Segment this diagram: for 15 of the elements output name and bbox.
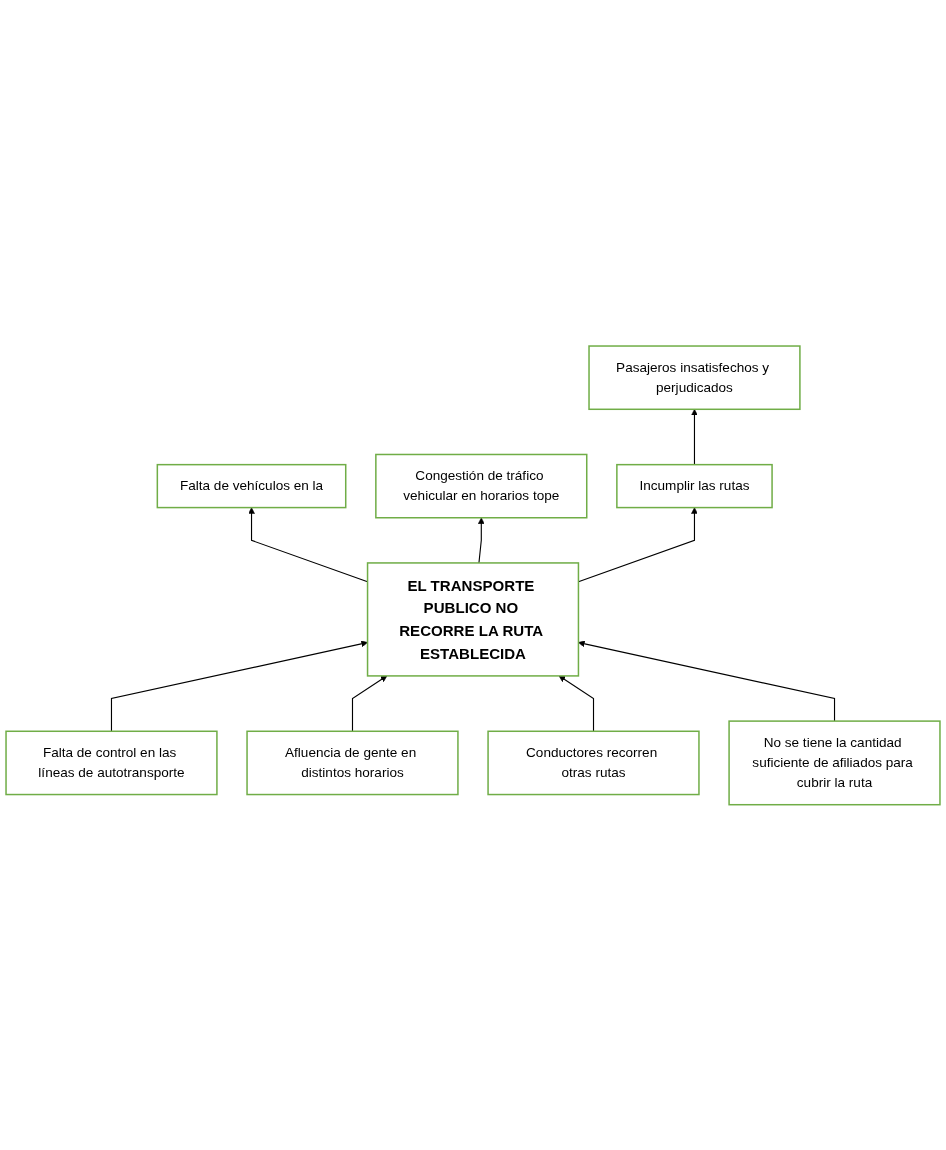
arrow [558, 675, 595, 732]
node-box: Congestión de tráfico vehicular en horarios tope [375, 453, 588, 519]
arrow [578, 640, 836, 722]
arrow [478, 517, 485, 564]
node-box: No se tiene la cantidad suficiente de afiliados para cubrir la ruta [728, 719, 941, 806]
node-box: Falta de control en las líneas de autotransporte [5, 730, 218, 795]
node-box: Pasajeros insatisfechos y perjudicados [588, 344, 801, 410]
arrow [691, 408, 698, 465]
node-box: Afluencia de gente en distintos horarios [246, 730, 459, 795]
node-box: EL TRANSPORTE PUBLICO NO RECORRE LA RUTA ESTABLECIDA [366, 561, 580, 677]
node-box: Incumplir las rutas [616, 463, 773, 508]
node-box: Conductores recorren otras rutas [487, 730, 700, 795]
arrow [110, 640, 368, 732]
node-box: Falta de vehículos en la [156, 463, 347, 508]
arrow [351, 675, 388, 732]
